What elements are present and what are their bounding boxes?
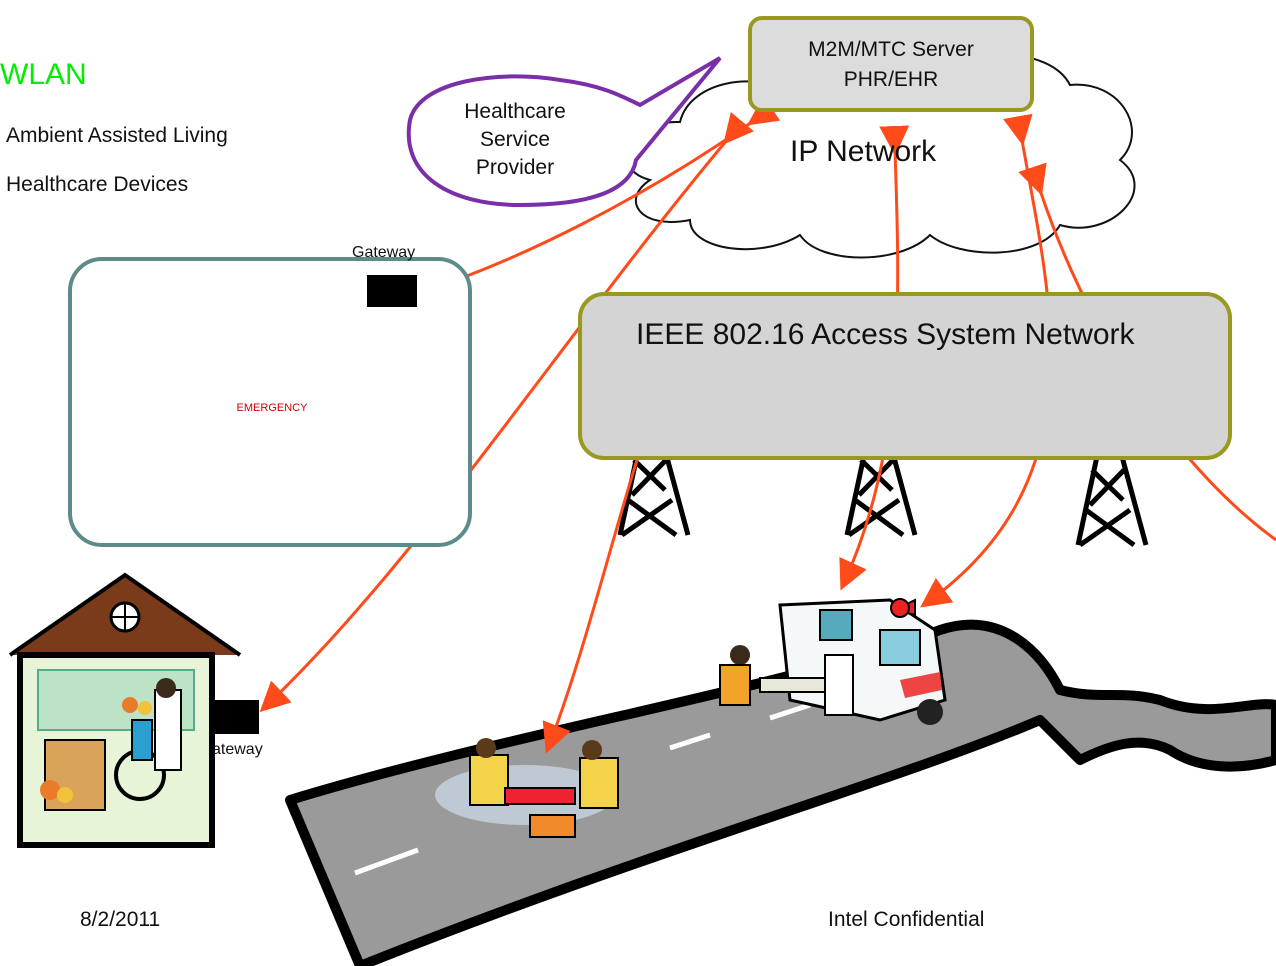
server-title: M2M/MTC Server: [808, 38, 974, 61]
bullet-healthcare-devices: Healthcare Devices: [6, 173, 189, 196]
home-house: [8, 572, 242, 848]
home-gateway-label: ateway: [212, 741, 263, 758]
bullet-ambient-assisted-living: Ambient Assisted Living: [6, 124, 228, 147]
home-gateway: [211, 700, 259, 734]
server-subtitle: PHR/EHR: [843, 68, 939, 91]
speech-line-1: Healthcare: [464, 100, 566, 123]
speech-bubble-text: Healthcare Service Provider: [430, 98, 600, 182]
hospital-gateway-label: Gateway: [352, 244, 416, 261]
ip-network-label: IP Network: [790, 135, 937, 168]
paramedics-scene: [435, 738, 619, 838]
m2m-server-box: M2M/MTC Server PHR/EHR: [748, 16, 1034, 112]
wlan-title: WLAN: [0, 58, 87, 91]
speech-line-2: Service: [479, 128, 551, 151]
footer-confidential: Intel Confidential: [828, 908, 985, 931]
access-network-label: IEEE 802.16 Access System Network: [636, 318, 1135, 351]
speech-line-3: Provider: [475, 156, 555, 179]
footer-date: 8/2/2011: [80, 908, 161, 931]
hospital-gateway: [367, 275, 417, 307]
access-network-box: [578, 292, 1232, 460]
